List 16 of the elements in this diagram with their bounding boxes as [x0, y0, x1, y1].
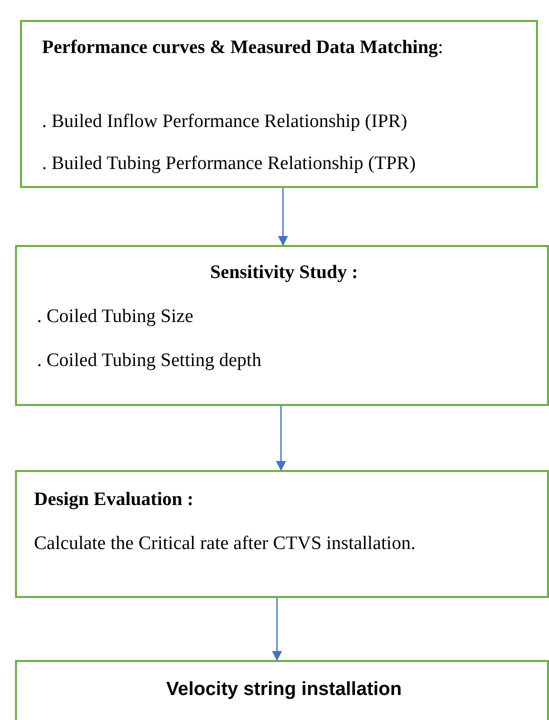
box-text: . Builed Inflow Performance Relationship (IPR) — [42, 110, 408, 134]
arrow — [276, 406, 286, 471]
box-text: . Coiled Tubing Size — [37, 305, 194, 329]
arrow — [278, 188, 288, 246]
box-heading: Performance curves & Measured Data Matching: — [42, 36, 444, 60]
arrow — [272, 598, 282, 661]
box-heading: Sensitivity Study : — [209, 261, 359, 285]
process-box — [15, 245, 549, 406]
box-text: Calculate the Critical rate after CTVS installation. — [34, 532, 416, 556]
process-box — [15, 660, 549, 720]
box-heading: Velocity string installation — [165, 678, 403, 702]
box-text: . Coiled Tubing Setting depth — [37, 349, 262, 373]
process-box — [15, 470, 549, 598]
box-heading: Design Evaluation : — [34, 488, 194, 512]
process-box — [20, 20, 538, 188]
box-text: . Builed Tubing Performance Relationship (TPR) — [42, 152, 417, 176]
